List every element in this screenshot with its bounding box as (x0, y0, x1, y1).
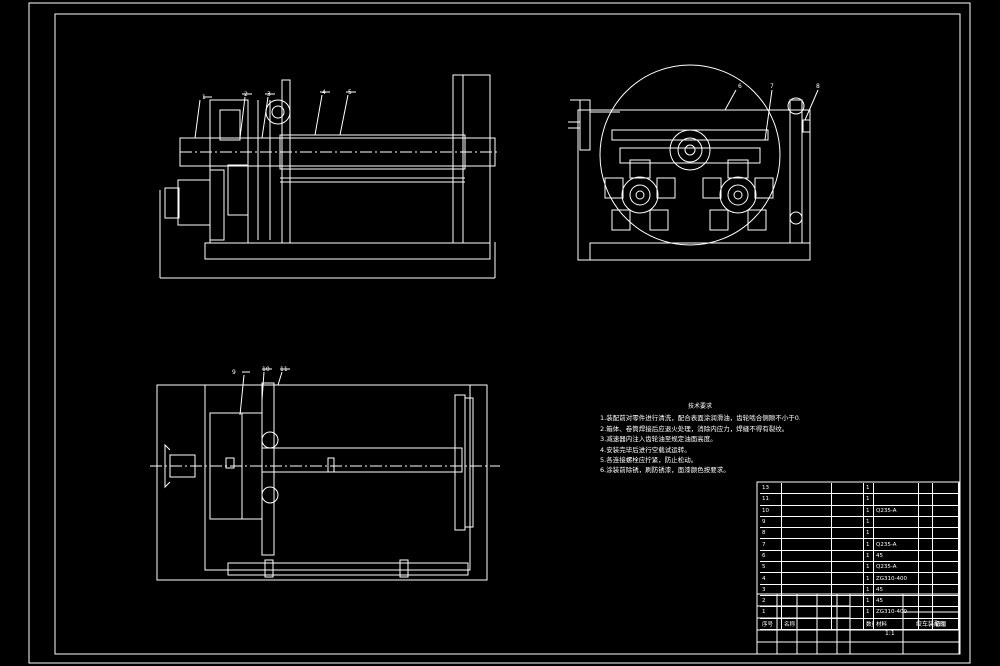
front-view (159, 74, 500, 279)
note-line: 1.装配前对零件进行清洗，配合表面涂润滑油，齿轮啮合侧隙不小于0.05mm。 (600, 414, 800, 423)
balloon-11: 11 (280, 366, 288, 373)
balloon-10: 10 (262, 366, 270, 373)
balloon-5: 5 (348, 89, 352, 96)
balloon-9: 9 (232, 369, 236, 376)
balloon-7: 7 (770, 83, 774, 90)
drawing-scale: 1:1 (885, 630, 895, 637)
sheet-border-outer (28, 2, 971, 664)
drawing-name: 绞车装配图 (915, 620, 946, 628)
balloon-8: 8 (816, 83, 820, 90)
note-line: 5.各连接螺栓应拧紧，防止松动。 (600, 456, 698, 465)
note-line: 4.安装完毕后进行空载试运转。 (600, 445, 691, 454)
notes-title: 技术要求 (687, 403, 712, 410)
plan-view (150, 368, 500, 581)
balloon-6: 6 (738, 83, 742, 90)
balloon-1: 1 (202, 94, 206, 101)
balloon-3: 3 (267, 91, 271, 98)
technical-notes: 技术要求 1.装配前对零件进行清洗，配合表面涂润滑油，齿轮啮合侧隙不小于0.05… (600, 402, 800, 476)
balloon-4: 4 (322, 89, 326, 96)
sheet-border-inner (54, 13, 961, 655)
note-line: 3.减速器内注入齿轮油至规定油面高度。 (600, 435, 717, 444)
bom-header-row: 序号名称数量材料备注 (760, 618, 959, 630)
side-view (568, 64, 819, 261)
note-line: 2.箱体、卷筒焊接后应退火处理，消除内应力，焊缝不得有裂纹。 (600, 424, 789, 433)
balloon-2: 2 (244, 91, 248, 98)
note-line: 6.涂装前除锈，刷防锈漆，面漆颜色按要求。 (600, 466, 730, 475)
